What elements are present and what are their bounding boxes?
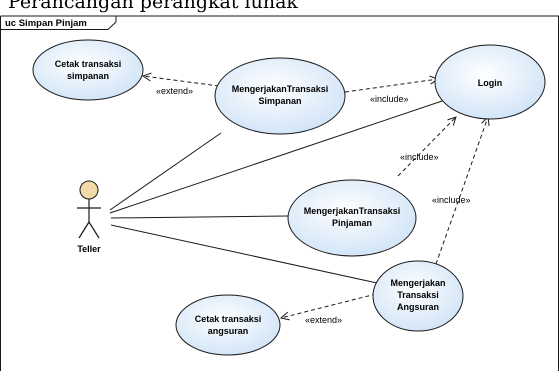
use-case-cetak-angsuran[interactable]: Cetak transaksi angsuran — [176, 295, 280, 355]
association-pinjaman — [111, 216, 288, 218]
use-case-label: Simpanan — [258, 96, 301, 106]
include-pinjaman-line — [398, 117, 456, 176]
use-case-transaksi-angsuran[interactable]: Mengerjakan Transaksi Angsuran — [373, 261, 463, 331]
use-case-label: Cetak transaksi — [55, 59, 122, 69]
include-simpanan-line — [345, 79, 438, 92]
use-case-cetak-simpanan[interactable]: Cetak transaksi simpanan — [33, 40, 143, 100]
use-case-label: Login — [478, 78, 503, 88]
include-angsuran-label: «include» — [432, 195, 471, 205]
use-case-transaksi-pinjaman[interactable]: MengerjakanTransaksi Pinjaman — [288, 180, 416, 256]
page-heading: Perancangan perangkat lunak — [8, 0, 298, 13]
use-case-label: simpanan — [67, 71, 109, 81]
association-simpanan — [110, 133, 221, 210]
extend-simpanan-label: «extend» — [156, 86, 193, 96]
use-case-transaksi-simpanan[interactable]: MengerjakanTransaksi Simpanan — [215, 58, 345, 134]
use-case-label: Cetak transaksi — [195, 314, 262, 324]
include-simpanan-label: «include» — [370, 94, 409, 104]
include-pinjaman-label: «include» — [400, 152, 439, 162]
actor-head-icon — [80, 181, 98, 199]
use-case-label: MengerjakanTransaksi — [304, 206, 401, 216]
use-case-login[interactable]: Login — [435, 45, 545, 119]
frame-label: uc Simpan Pinjam — [5, 18, 87, 29]
extend-angsuran-label: «extend» — [305, 315, 342, 325]
actor-label: Teller — [77, 244, 101, 254]
use-case-label: Mengerjakan — [390, 278, 445, 288]
extend-simpanan-line — [143, 76, 219, 86]
include-angsuran-line — [436, 117, 488, 264]
use-case-label: Pinjaman — [332, 218, 372, 228]
use-case-label: Angsuran — [397, 302, 439, 312]
use-case-label: Transaksi — [397, 290, 439, 300]
actor-teller[interactable]: Teller — [77, 181, 101, 254]
use-case-label: angsuran — [208, 326, 249, 336]
use-case-label: MengerjakanTransaksi — [232, 84, 329, 94]
